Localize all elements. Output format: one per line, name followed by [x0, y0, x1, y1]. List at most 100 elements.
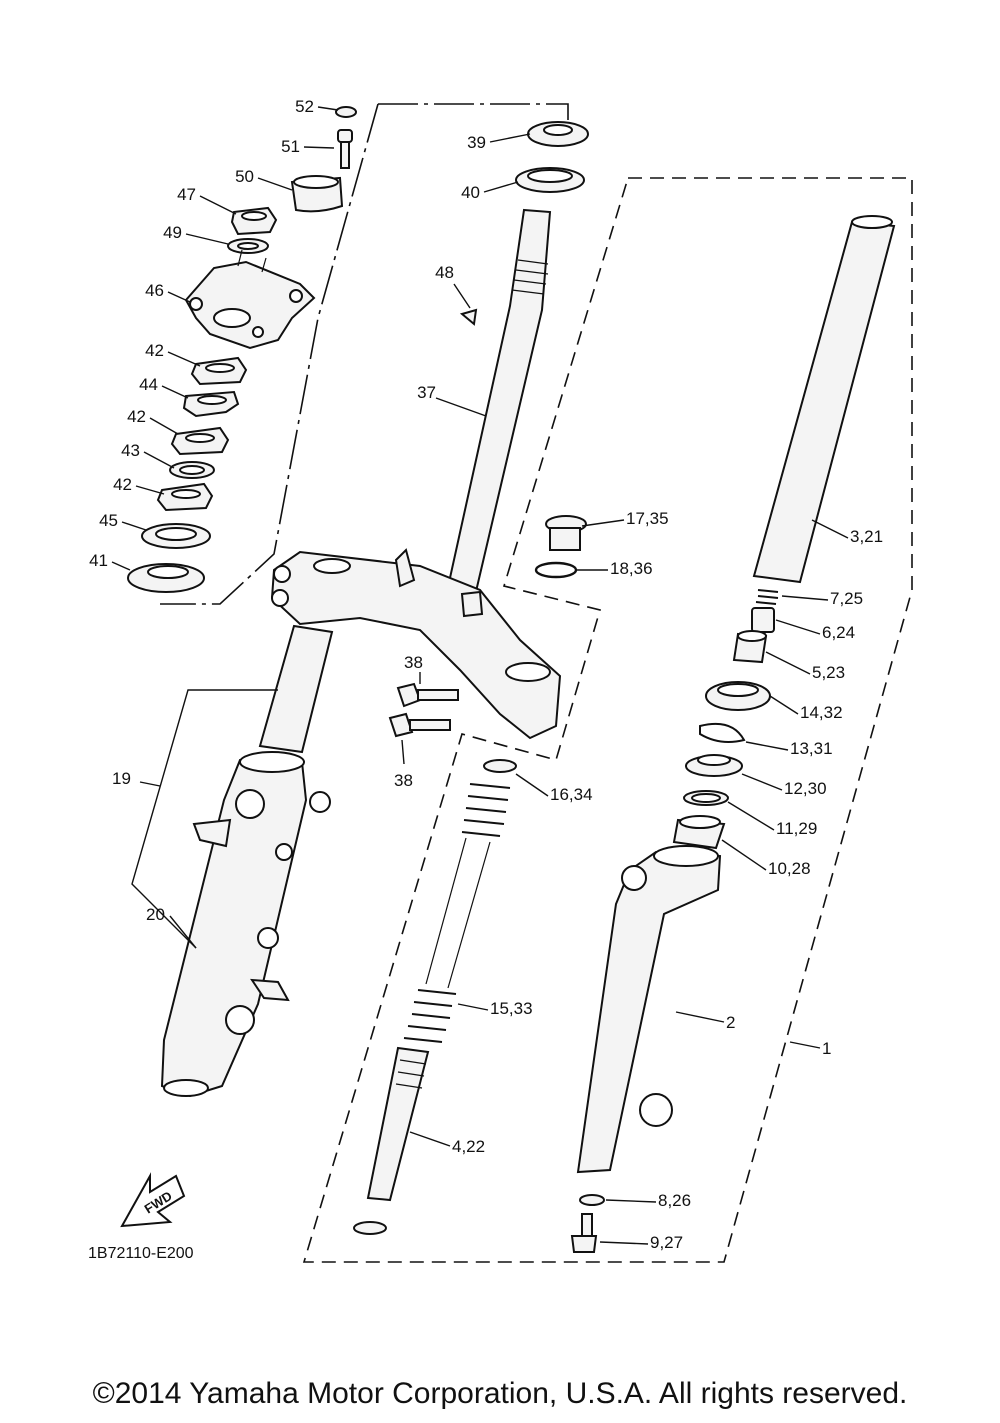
leader-line-42c	[135, 485, 165, 495]
callout-label-16_34: 16,34	[550, 785, 593, 804]
callout-label-47: 47	[177, 185, 196, 204]
drawing-number: 1B72110-E200	[88, 1245, 194, 1262]
callout-label-13_31: 13,31	[790, 739, 833, 758]
part-48-key	[459, 308, 478, 326]
callout-label-19: 19	[112, 769, 131, 788]
leader-line-45	[121, 521, 147, 531]
callout-label-17_35: 17,35	[626, 509, 669, 528]
leader-line-49	[185, 233, 229, 245]
callout-label-44: 44	[139, 375, 158, 394]
callout-label-38b: 38	[394, 771, 413, 790]
callout-label-14_32: 14,32	[800, 703, 843, 722]
part-39-bearing-cover	[527, 121, 589, 147]
bracket-19-20	[131, 689, 278, 949]
part-42-ring-nut-b	[170, 426, 230, 456]
callout-label-37: 37	[417, 383, 436, 402]
callout-label-51: 51	[281, 137, 300, 156]
callout-label-12_30: 12,30	[784, 779, 827, 798]
part-37-steering-stem	[444, 208, 552, 602]
part-49-washer	[227, 238, 269, 254]
leader-line-10_28	[721, 839, 767, 871]
part-4-22-damper-rod	[353, 1046, 430, 1235]
part-12-30-oil-seal	[685, 754, 743, 777]
leader-line-7_25	[781, 595, 829, 601]
part-43-washer	[169, 461, 215, 479]
leader-line-12_30	[741, 773, 783, 791]
callout-label-46: 46	[145, 281, 164, 300]
part-15-33-spring-lower	[403, 837, 491, 1043]
part-10-28-bushing	[672, 815, 726, 850]
leader-line-20	[169, 915, 197, 949]
leader-line-9_27	[599, 1241, 649, 1245]
callout-label-49: 49	[163, 223, 182, 242]
part-2-outer-tube	[576, 845, 722, 1174]
leader-line-42b	[149, 417, 179, 435]
leader-line-37	[435, 397, 487, 417]
callout-label-5_23: 5,23	[812, 663, 845, 682]
callout-label-52: 52	[295, 97, 314, 116]
callout-label-3_21: 3,21	[850, 527, 883, 546]
part-9-27-bolt	[570, 1213, 598, 1253]
callout-label-1: 1	[822, 1039, 831, 1058]
leader-line-43	[143, 451, 175, 469]
leader-line-52	[317, 106, 339, 111]
callout-label-7_25: 7,25	[830, 589, 863, 608]
callout-label-40: 40	[461, 183, 480, 202]
fork-assembly-outline	[302, 177, 913, 1263]
callout-label-2: 2	[726, 1013, 735, 1032]
callout-label-39: 39	[467, 133, 486, 152]
part-42-ring-nut-a	[190, 356, 248, 386]
leader-line-14_32	[769, 695, 799, 715]
leader-line-38b	[401, 739, 405, 765]
leader-line-3_21	[811, 519, 849, 539]
part-41-bearing-race	[127, 563, 205, 593]
part-38-bolt-upper	[396, 682, 459, 708]
steering-group-outline-left	[160, 103, 379, 605]
part-38-bolt-lower	[388, 712, 451, 738]
leader-line-13_31	[745, 741, 789, 751]
leader-line-4_22	[409, 1131, 451, 1147]
copyright-notice: ©2014 Yamaha Motor Corporation, U.S.A. A…	[92, 1377, 908, 1410]
callout-label-45: 45	[99, 511, 118, 530]
under-bracket	[270, 548, 562, 740]
leader-line-47	[199, 195, 237, 215]
callout-label-9_27: 9,27	[650, 1233, 683, 1252]
part-45-bearing	[141, 523, 211, 549]
callout-label-10_28: 10,28	[768, 859, 811, 878]
part-47-nut	[230, 206, 278, 236]
part-5-23-bushing	[732, 630, 768, 664]
leader-line-41	[111, 561, 131, 571]
callout-label-8_26: 8,26	[658, 1191, 691, 1210]
callout-label-42c: 42	[113, 475, 132, 494]
part-44-lock-washer	[182, 390, 240, 418]
leader-line-6_24	[775, 619, 821, 635]
part-7-25-spring-seat	[755, 589, 779, 605]
part-8-26-washer	[579, 1194, 605, 1206]
part-16-34-washer	[483, 759, 517, 773]
callout-label-18_36: 18,36	[610, 559, 653, 578]
leader-line-51	[303, 146, 335, 149]
steering-group-outline	[378, 103, 569, 120]
part-20-outer-tube	[160, 751, 331, 1098]
part-19-inner-tube	[258, 624, 334, 754]
callout-label-48: 48	[435, 263, 454, 282]
part-11-29-washer	[683, 790, 729, 806]
callout-label-4_22: 4,22	[452, 1137, 485, 1156]
callout-label-42b: 42	[127, 407, 146, 426]
part-13-31-clip	[699, 722, 746, 743]
part-18-36-o-ring	[534, 561, 578, 579]
callout-label-42a: 42	[145, 341, 164, 360]
callout-label-15_33: 15,33	[490, 999, 533, 1018]
part-40-bearing	[515, 167, 585, 193]
callout-label-43: 43	[121, 441, 140, 460]
leader-line-40	[483, 181, 519, 193]
leader-line-42a	[167, 351, 201, 367]
callout-label-50: 50	[235, 167, 254, 186]
part-15-33-spring-upper	[461, 783, 511, 837]
callout-label-38a: 38	[404, 653, 423, 672]
callout-label-6_24: 6,24	[822, 623, 855, 642]
leader-line-16_34	[515, 773, 549, 797]
leader-line-15_33	[457, 1003, 489, 1011]
callout-label-11_29: 11,29	[776, 819, 817, 838]
part-50-handlebar-holder	[290, 175, 344, 213]
